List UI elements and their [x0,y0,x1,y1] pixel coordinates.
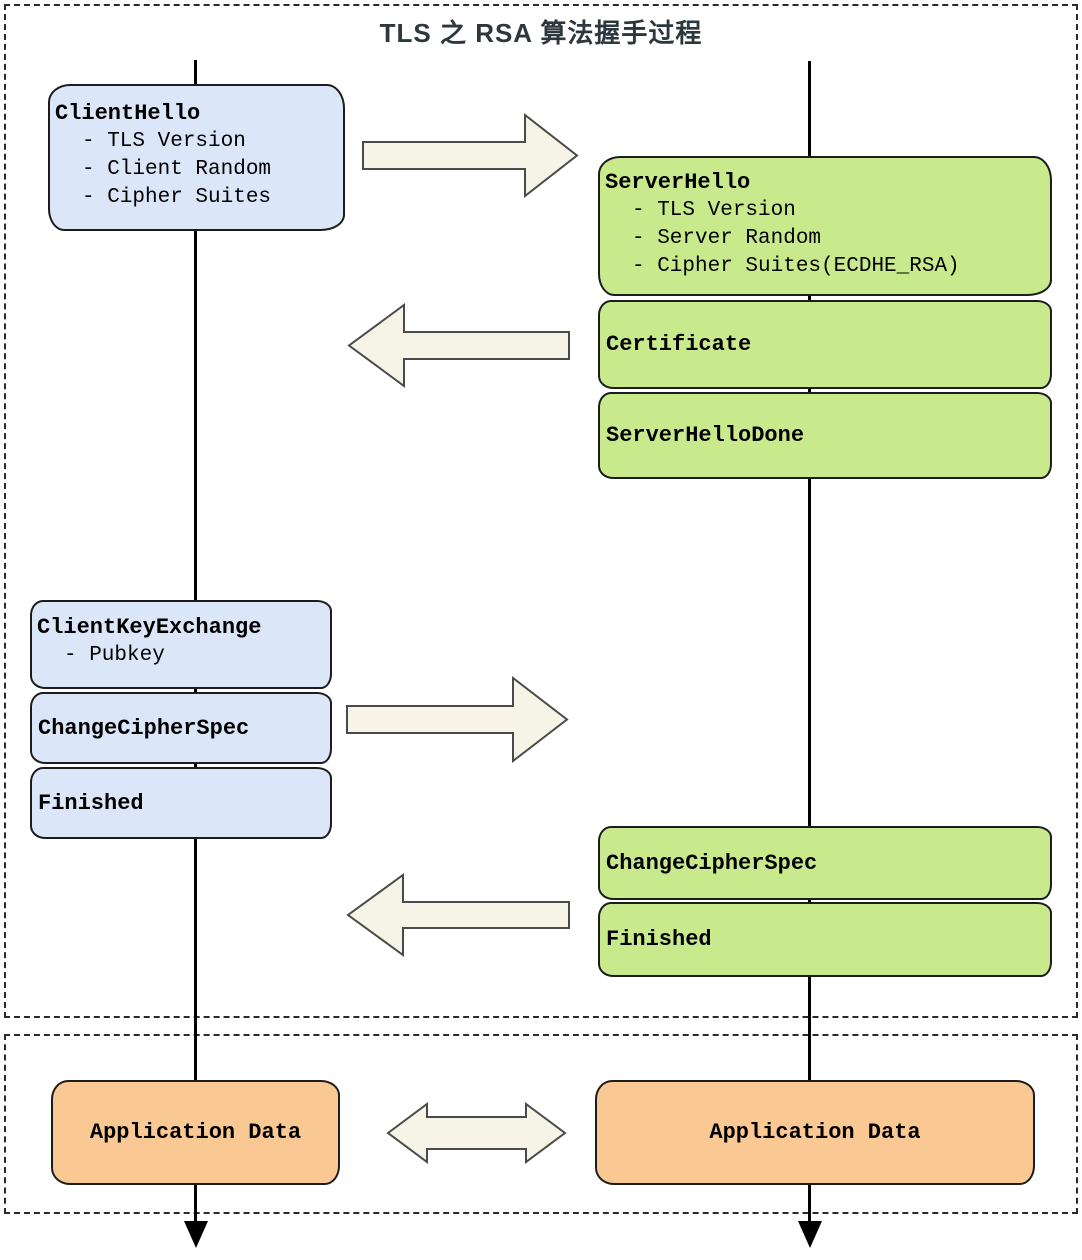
server-finished-label: Finished [606,927,712,952]
diagram-title: TLS 之 RSA 算法握手过程 [379,18,703,48]
client-finished-label: Finished [38,790,144,816]
application-data-section-border [4,1034,1078,1214]
client-hello-box: ClientHello - TLS Version - Client Rando… [48,84,345,231]
server-hello-item: - TLS Version [632,199,796,222]
server-change-cipher-spec-label: ChangeCipherSpec [606,850,818,876]
server-hello-done-box: ServerHelloDone [598,392,1052,479]
server-lifeline [808,61,811,1225]
client-hello-item: - Cipher Suites [82,186,272,209]
server-lifeline-arrowhead-icon [798,1221,822,1248]
client-key-exchange-item: - Pubkey [64,644,165,667]
client-lifeline-arrowhead-icon [184,1221,208,1248]
server-hello-item: - Cipher Suites(ECDHE_RSA) [632,255,960,278]
client-change-cipher-spec-box: ChangeCipherSpec [30,692,332,764]
client-hello-title: ClientHello [55,101,201,126]
client-key-exchange-title: ClientKeyExchange [37,615,262,640]
client-finished-box: Finished [30,767,332,839]
client-application-data-box: Application Data [51,1080,340,1185]
client-key-exchange-box: ClientKeyExchange - Pubkey [30,600,332,689]
server-application-data-label: Application Data [709,1120,921,1145]
server-certificate-label: Certificate [606,332,752,357]
server-certificate-box: Certificate [598,300,1052,389]
server-application-data-box: Application Data [595,1080,1035,1185]
server-hello-done-label: ServerHelloDone [606,423,805,448]
server-response-arrow-left-icon [347,303,570,388]
server-hello-title: ServerHello [605,170,751,195]
server-hello-box: ServerHello - TLS Version - Server Rando… [598,156,1052,296]
server-change-cipher-spec-box: ChangeCipherSpec [598,826,1052,900]
client-hello-item: - Client Random [82,158,272,181]
server-finished-box: Finished [598,902,1052,977]
client-hello-item: - TLS Version [82,130,246,153]
server-finished-arrow-left-icon [346,873,570,957]
client-change-cipher-spec-label: ChangeCipherSpec [38,715,250,741]
client-hello-arrow-right-icon [362,113,579,198]
application-data-double-arrow-icon [386,1102,567,1164]
client-application-data-label: Application Data [89,1120,302,1145]
client-key-exchange-arrow-right-icon [346,676,569,763]
handshake-section-border [4,4,1078,1018]
server-hello-item: - Server Random [632,227,822,250]
